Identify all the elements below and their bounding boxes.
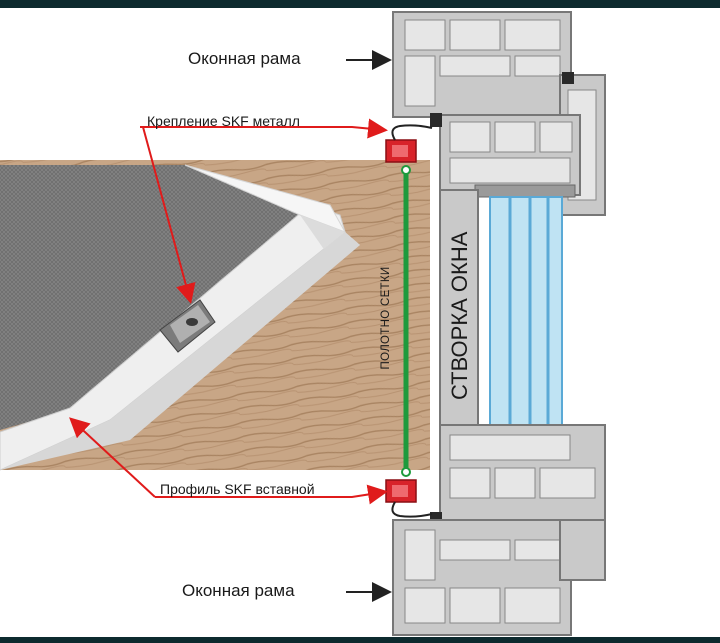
skf-metal-clip: [159, 299, 216, 353]
skf-profile-top-inner: [392, 145, 408, 157]
arrow-profile-photo: [69, 417, 156, 498]
photo-mesh-frame: [0, 160, 430, 471]
arrow-profile-window: [155, 484, 388, 505]
label-skf-profile: Профиль SKF вставной: [160, 481, 315, 497]
skf-mesh-assembly: [385, 124, 433, 518]
top-bar: [0, 0, 720, 8]
callout-arrows: [69, 50, 392, 602]
label-window-sash: СТВОРКА ОКНА: [447, 231, 472, 400]
mount-hook-bottom: [391, 501, 433, 518]
window-cross-section: [392, 11, 606, 636]
mesh-end-top: [401, 165, 411, 175]
mount-hook-top: [391, 124, 433, 141]
window-sash-bottom: [430, 424, 606, 526]
window-sash-top: [430, 113, 581, 196]
label-skf-mount: Крепление SKF металл: [147, 113, 300, 129]
arrow-mount-window: [140, 118, 388, 139]
skf-profile-bottom-inner: [392, 485, 408, 497]
label-window-frame-top: Оконная рама: [188, 49, 301, 68]
mesh-end-bottom: [401, 467, 411, 477]
window-frame-bottom: [392, 519, 606, 636]
window-frame-top: [392, 11, 606, 216]
glass-unit: [474, 184, 576, 463]
arrow-mount-photo: [142, 126, 196, 304]
label-window-frame-bottom: Оконная рама: [182, 581, 295, 600]
label-mesh-sheet: ПОЛОТНО СЕТКИ: [380, 266, 392, 370]
bottom-bar: [0, 637, 720, 643]
